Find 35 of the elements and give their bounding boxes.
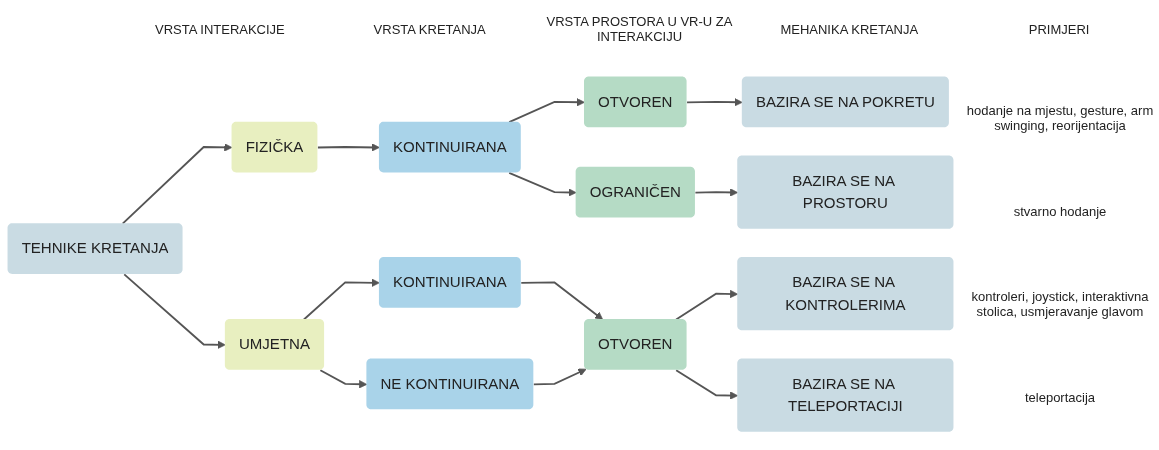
arrow xyxy=(508,97,585,123)
example-text: teleportacija xyxy=(1023,389,1097,405)
arrow xyxy=(694,188,739,197)
arrow xyxy=(508,171,577,197)
node-box: BAZIRA SE NA TELEPORTACIJI xyxy=(737,358,954,432)
node-box: BAZIRA SE NA PROSTORU xyxy=(737,155,954,229)
column-header: VRSTA INTERAKCIJE xyxy=(154,21,286,37)
example-text: kontroleri, joystick, interaktivna stolica, usmjeravanje glavom xyxy=(970,289,1150,320)
example-text: hodanje na mjestu, gesture, arm swinging, reorijentacija xyxy=(965,103,1155,134)
node-box: FIZIČKA xyxy=(231,121,318,173)
arrow xyxy=(675,289,739,321)
example-text: stvarno hodanje xyxy=(1012,203,1108,219)
node-box: OTVOREN xyxy=(584,76,687,128)
column-header: PRIMJERI xyxy=(1027,21,1091,37)
node-box: NE KONTINUIRANA xyxy=(366,358,534,410)
arrow xyxy=(520,281,604,320)
node-box: TEHNIKE KRETANJA xyxy=(7,222,183,274)
arrow xyxy=(319,369,368,389)
node-box: BAZIRA SE NA POKRETU xyxy=(741,76,949,128)
arrow xyxy=(686,97,743,107)
arrow xyxy=(302,278,380,321)
arrow xyxy=(532,368,587,386)
arrow xyxy=(121,143,233,225)
column-header: MEHANIKA KRETANJA xyxy=(779,21,920,37)
arrow xyxy=(123,273,226,349)
column-header: VRSTA KRETANJA xyxy=(372,21,487,37)
node-box: OTVOREN xyxy=(584,318,687,370)
node-box: BAZIRA SE NA KONTROLERIMA xyxy=(737,256,954,331)
node-box: KONTINUIRANA xyxy=(378,256,521,308)
column-header: VRSTA PROSTORA U VR-U ZA INTERAKCIJU xyxy=(545,14,734,44)
arrow xyxy=(316,143,380,152)
node-box: OGRANIČEN xyxy=(575,166,695,218)
node-box: UMJETNA xyxy=(224,318,325,370)
arrow xyxy=(675,369,739,400)
node-box: KONTINUIRANA xyxy=(378,121,521,173)
